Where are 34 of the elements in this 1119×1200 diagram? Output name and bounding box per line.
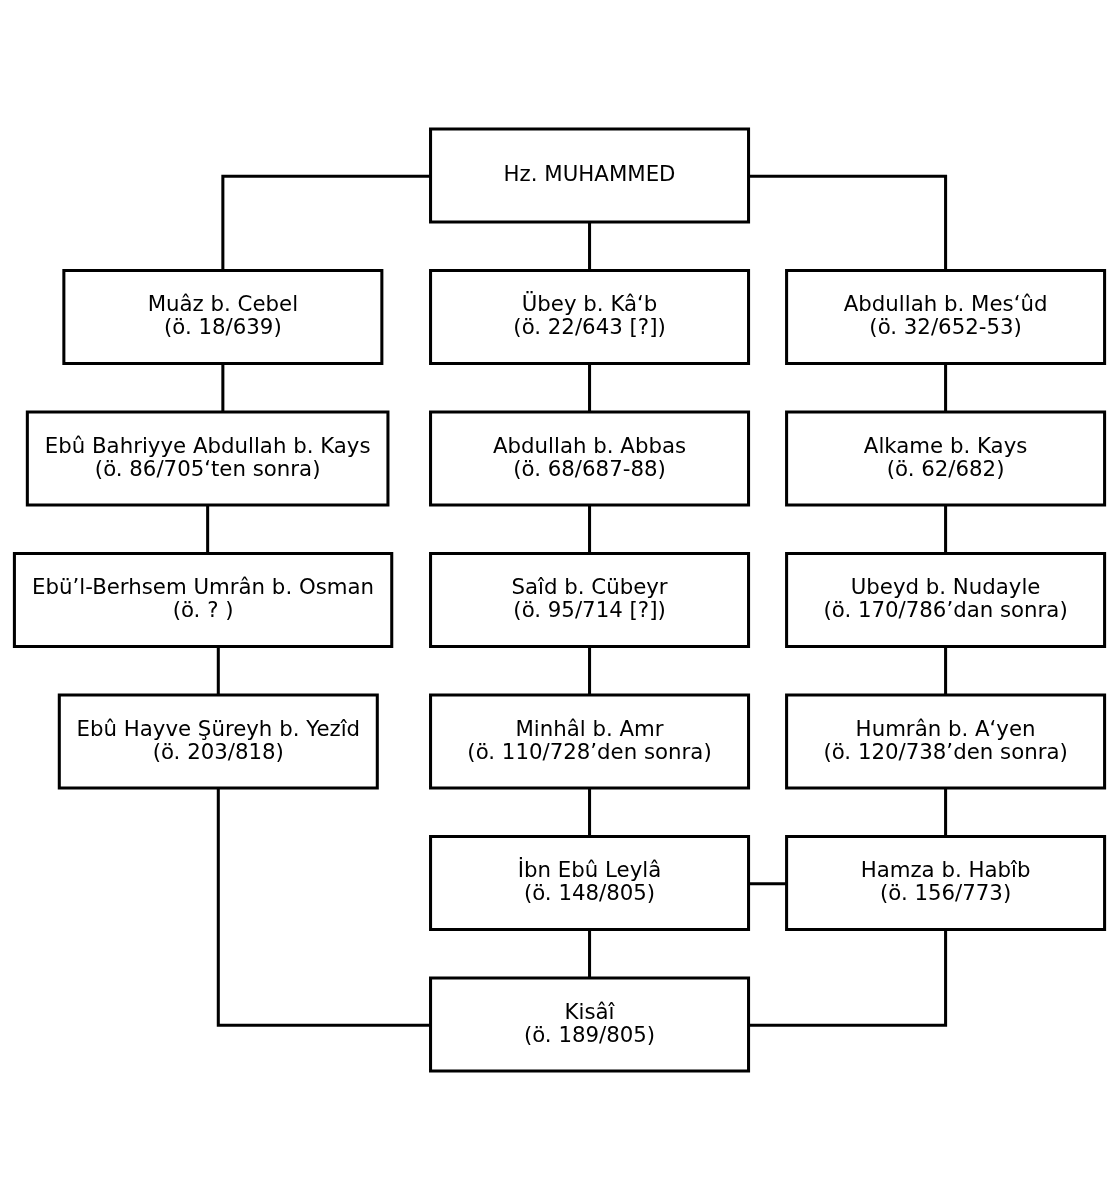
- connector: [221, 174, 431, 271]
- connector: [588, 646, 592, 695]
- node-box: Ebû Hayve Şüreyh b. Yezîd (ö. 203/818): [57, 693, 379, 790]
- node-box: Abdullah b. Abbas (ö. 68/687-88): [429, 410, 751, 507]
- node-box: Kisâî (ö. 189/805): [429, 976, 751, 1073]
- connector: [944, 788, 948, 837]
- connector: [588, 222, 592, 271]
- node-box: Saîd b. Cübeyr (ö. 95/714 [?]): [429, 552, 751, 648]
- connector: [216, 788, 431, 1027]
- connector: [944, 363, 948, 412]
- connector: [748, 174, 948, 271]
- node-box: Muâz b. Cebel (ö. 18/639): [62, 269, 384, 365]
- connector: [588, 929, 592, 978]
- connector: [944, 646, 948, 695]
- connector: [206, 505, 210, 554]
- connector: [588, 505, 592, 554]
- connector: [221, 363, 225, 412]
- connector: [748, 882, 787, 886]
- node-box: İbn Ebû Leylâ (ö. 148/805): [429, 835, 751, 931]
- node-box: Ebû Bahriyye Abdullah b. Kays (ö. 86/705‘ten sonra): [25, 410, 390, 507]
- node-box: Übey b. Kâ‘b (ö. 22/643 [?]): [429, 269, 751, 365]
- connector: [944, 505, 948, 554]
- node-box: Hz. MUHAMMED: [429, 127, 751, 224]
- node-box: Alkame b. Kays (ö. 62/682): [785, 410, 1107, 507]
- node-box: Hamza b. Habîb (ö. 156/773): [785, 835, 1107, 931]
- connector: [588, 363, 592, 412]
- node-box: Ebü’l-Berhsem Umrân b. Osman (ö. ? ): [12, 552, 394, 648]
- connector: [748, 929, 948, 1027]
- connector: [588, 788, 592, 837]
- connector: [216, 646, 220, 695]
- node-box: Humrân b. A‘yen (ö. 120/738’den sonra): [785, 693, 1107, 790]
- node-box: Ubeyd b. Nudayle (ö. 170/786’dan sonra): [785, 552, 1107, 648]
- node-box: Minhâl b. Amr (ö. 110/728’den sonra): [429, 693, 751, 790]
- node-box: Abdullah b. Mes‘ûd (ö. 32/652-53): [785, 269, 1107, 365]
